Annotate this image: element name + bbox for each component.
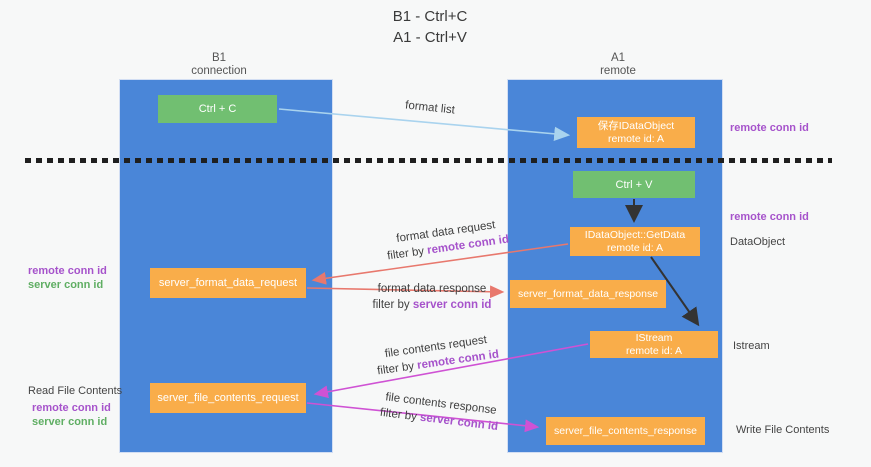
left-remote-conn-id-annotation-1: remote conn id — [28, 265, 107, 277]
write-file-contents-annotation: Write File Contents — [736, 424, 830, 436]
format-data-response-label: format data response filter by server co… — [373, 281, 492, 313]
format-data-response-filter: filter by server conn id — [373, 297, 492, 313]
title-line-1: B1 - Ctrl+C — [392, 8, 468, 25]
ctrl-v-label: Ctrl + V — [615, 178, 653, 191]
left-server-conn-id-annotation-1: server conn id — [28, 279, 104, 291]
file-contents-request-label: file contents request filter by remote c… — [374, 331, 500, 380]
getdata-line2: remote id: A — [606, 241, 664, 254]
filter-by-text: filter by — [386, 245, 425, 263]
server-file-contents-request-label: server_file_contents_request — [157, 391, 299, 404]
format-data-response-text: format data response — [377, 283, 487, 295]
remote-conn-id-annotation-mid: remote conn id — [730, 211, 809, 223]
filter-by-text: filter by — [376, 360, 415, 378]
getdata-line1: IDataObject::GetData — [584, 229, 686, 241]
dashed-separator — [25, 158, 832, 163]
lane-b1-subtitle: connection — [191, 65, 247, 77]
server-format-data-request-node: server_format_data_request — [150, 268, 306, 298]
server-format-data-response-label: server_format_data_response — [517, 287, 659, 300]
lane-header-a1: A1 remote — [558, 52, 678, 78]
istream-node: IStream remote id: A — [590, 331, 718, 358]
save-idataobject-line2: remote id: A — [607, 132, 665, 145]
server-conn-id-text: server conn id — [412, 299, 492, 311]
istream-line2: remote id: A — [625, 344, 683, 357]
istream-line1: IStream — [635, 332, 673, 344]
left-remote-conn-id-annotation-2: remote conn id — [32, 402, 111, 414]
lane-a1-subtitle: remote — [600, 65, 636, 77]
diagram-title: B1 - Ctrl+C A1 - Ctrl+V — [393, 6, 468, 48]
left-server-conn-id-annotation-2: server conn id — [32, 416, 108, 428]
ctrl-v-node: Ctrl + V — [573, 171, 695, 198]
file-contents-response-label: file contents response filter by server … — [379, 389, 501, 435]
filter-by-text: filter by — [372, 299, 410, 311]
lane-b1-title: B1 — [211, 52, 227, 64]
server-format-data-response-node: server_format_data_response — [510, 280, 666, 308]
ctrl-c-node: Ctrl + C — [158, 95, 277, 123]
save-idataobject-node: 保存IDataObject remote id: A — [577, 117, 695, 148]
filter-by-text: filter by — [379, 406, 418, 424]
dataobject-annotation: DataObject — [730, 236, 786, 248]
idataobject-getdata-node: IDataObject::GetData remote id: A — [570, 227, 700, 256]
title-line-2: A1 - Ctrl+V — [393, 29, 467, 46]
ctrl-c-label: Ctrl + C — [198, 103, 237, 115]
lane-header-b1: B1 connection — [159, 52, 279, 78]
lane-a1-title: A1 — [610, 52, 626, 64]
server-file-contents-response-label: server_file_contents_response — [553, 424, 697, 437]
remote-conn-id-annotation-top: remote conn id — [730, 122, 809, 134]
server-format-data-request-label: server_format_data_request — [158, 276, 298, 289]
server-file-contents-request-node: server_file_contents_request — [150, 383, 306, 413]
read-file-contents-annotation: Read File Contents — [28, 385, 123, 397]
save-idataobject-line1: 保存IDataObject — [597, 120, 675, 132]
istream-annotation: Istream — [733, 340, 770, 352]
format-data-request-label: format data request filter by remote con… — [384, 216, 510, 265]
format-list-label: format list — [404, 99, 456, 117]
server-file-contents-response-node: server_file_contents_response — [546, 417, 705, 445]
